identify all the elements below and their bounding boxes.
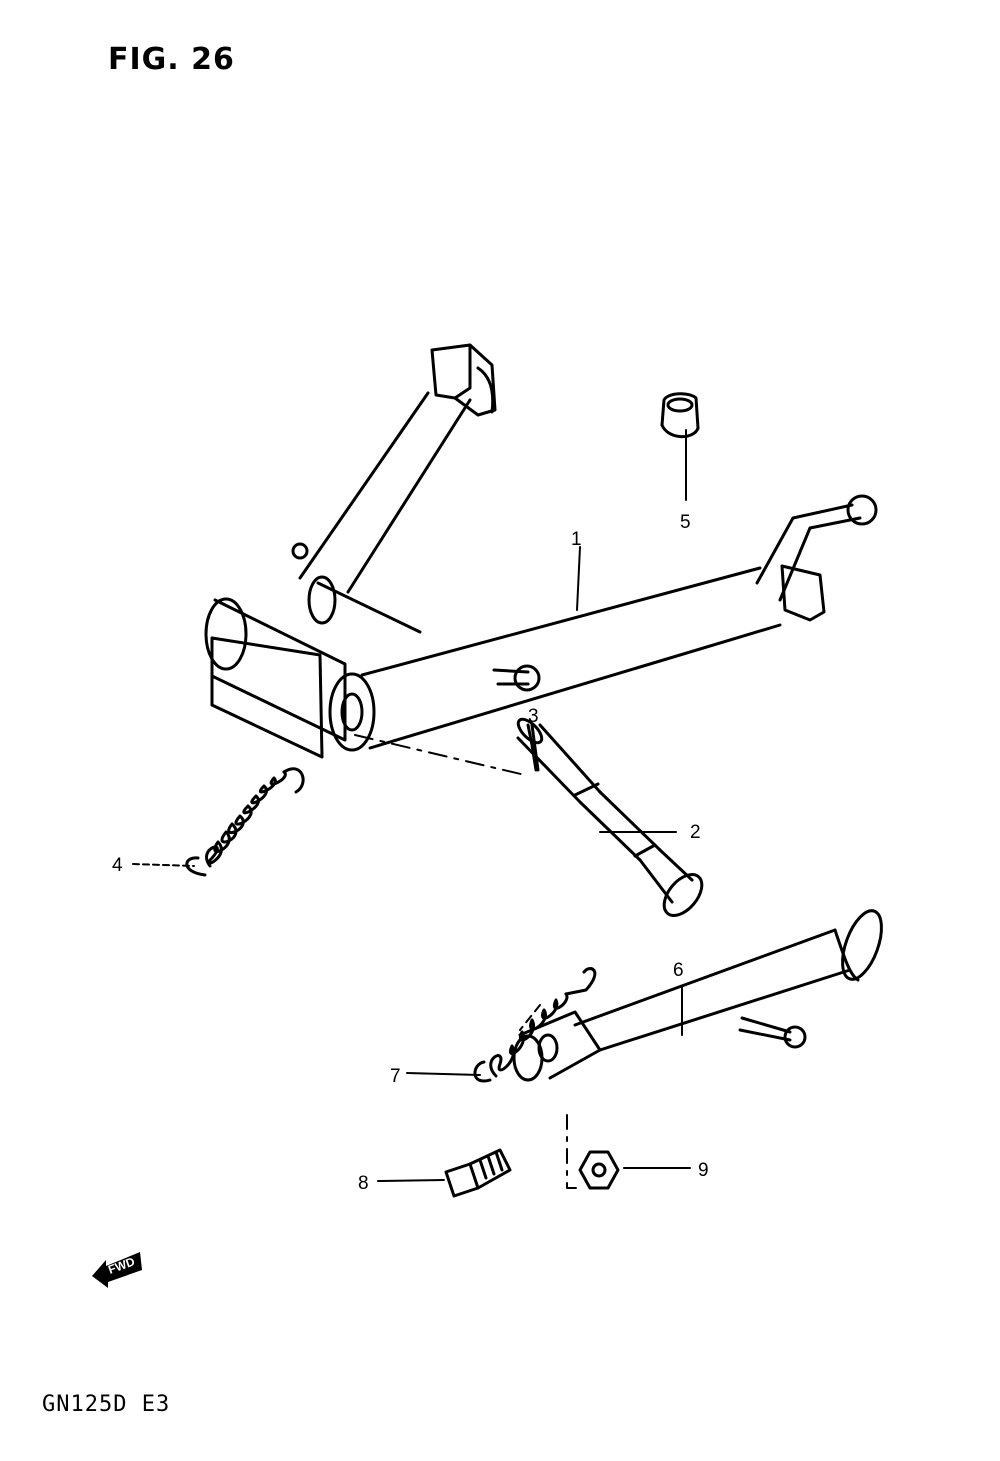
callout-6: 6 [673, 960, 684, 981]
hex-nut [578, 1150, 620, 1190]
leader-lines [132, 429, 691, 1182]
callout-3: 3 [528, 706, 539, 727]
forward-arrow-icon [92, 1252, 142, 1288]
callout-9: 9 [698, 1160, 709, 1181]
assembly-lines [354, 734, 541, 1031]
callout-1: 1 [571, 529, 582, 550]
callout-4: 4 [112, 855, 123, 876]
model-code: GN125D E3 [42, 1392, 171, 1417]
center-stand-spring [185, 767, 305, 877]
cotter-pin [526, 723, 540, 772]
callout-7: 7 [390, 1066, 401, 1087]
callout-2: 2 [690, 822, 701, 843]
hex-bolt [444, 1148, 512, 1198]
side-stand [512, 909, 883, 1189]
figure-title: FIG. 26 [108, 42, 235, 77]
forward-direction-badge: FWD [92, 1252, 142, 1288]
pivot-shaft [516, 717, 704, 917]
callout-8: 8 [358, 1173, 369, 1194]
center-stand [204, 343, 878, 759]
rubber-stopper [660, 392, 700, 439]
callout-5: 5 [680, 512, 691, 533]
